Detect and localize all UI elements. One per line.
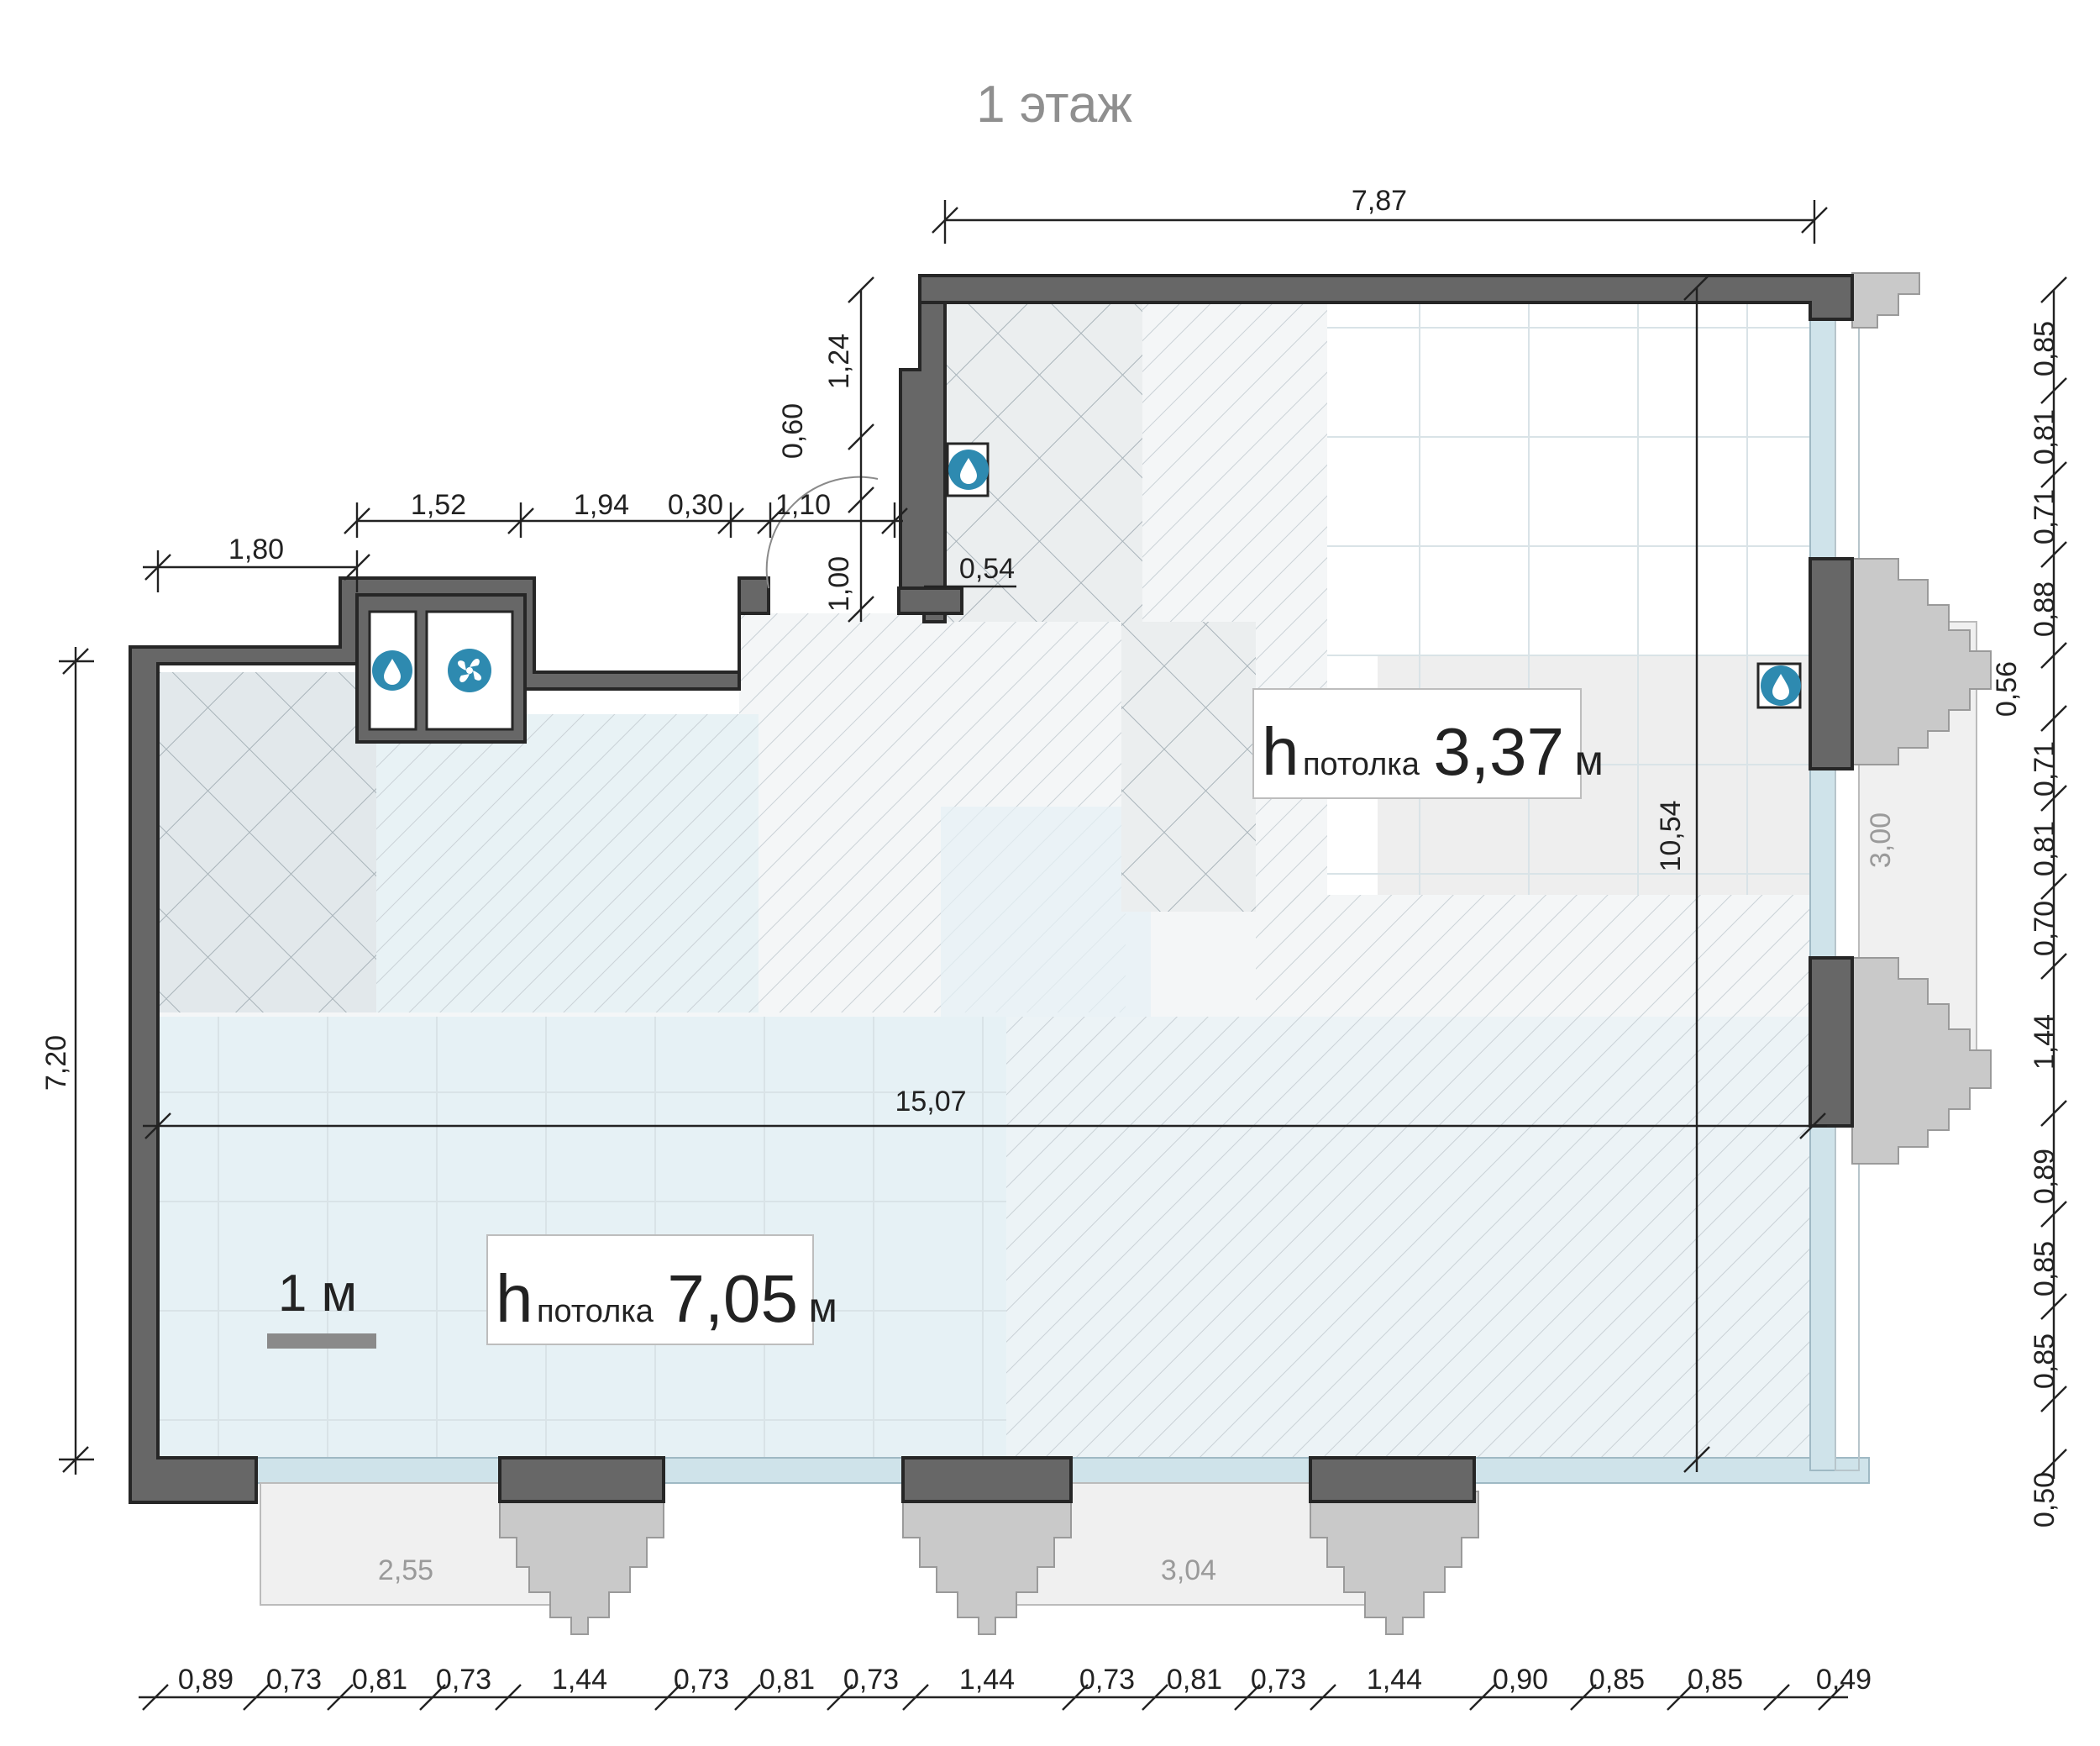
terrace-center-label: 3,04 xyxy=(1161,1554,1216,1586)
dim-bottom-seg-15: 0,85 xyxy=(1589,1664,1645,1696)
ceiling-label-main: h потолка 7,05 м xyxy=(486,1234,837,1345)
ceiling-value: 7,05 xyxy=(667,1261,798,1336)
scale-bar-label: 1 м xyxy=(278,1265,357,1323)
ceiling-value: 3,37 xyxy=(1433,714,1564,789)
dim-right-seg-2: 0,81 xyxy=(2029,409,2061,465)
svg-text:h потолка 7,05: h потолка 7,05 м xyxy=(496,1261,837,1336)
dim-right-seg-11: 0,85 xyxy=(2029,1241,2061,1296)
wall-niche[interactable] xyxy=(899,301,947,611)
floor-zone-cross-mid-pattern xyxy=(1121,622,1256,912)
walls xyxy=(129,274,1854,1504)
dim-top-seg-4: 0,30 xyxy=(668,489,723,521)
dim-bottom-seg-1: 0,89 xyxy=(178,1664,234,1696)
bottom-ticks xyxy=(142,1684,1845,1711)
dim-bottom-seg-7: 0,81 xyxy=(759,1664,815,1696)
dim-overall-depth: 10,54 xyxy=(1655,800,1687,871)
door-swing xyxy=(765,476,879,589)
pilaster-bottom-3 xyxy=(1310,1491,1479,1635)
window-right-outer xyxy=(1835,314,1860,1471)
floor-zone-blue-mid xyxy=(941,807,1151,1017)
wall-bottom-pier-3[interactable] xyxy=(1309,1456,1476,1503)
dim-bottom-seg-10: 0,73 xyxy=(1079,1664,1135,1696)
pilaster-right-2 xyxy=(1851,957,1992,1165)
dim-right-seg-13: 0,50 xyxy=(2029,1472,2061,1528)
floor-zone-hatch-strip xyxy=(1142,302,1327,622)
window-right xyxy=(1809,314,1836,1471)
ceiling-word: потолка xyxy=(1303,747,1420,782)
floor-zone-hatch-right xyxy=(1256,895,1810,1017)
terrace-right-label: 3,00 xyxy=(1865,813,1897,868)
dimension-lines: 7,87 15,07 10,54 7,20 1,80 xyxy=(40,185,2067,1711)
terrace-left-label: 2,55 xyxy=(378,1554,433,1586)
dim-niche-1: 1,24 xyxy=(823,334,855,389)
pilaster-right-1 xyxy=(1851,558,1992,765)
plan-title: 1 этаж xyxy=(976,76,1132,134)
floor-zone-hatch-lower-pattern xyxy=(1006,1017,1810,1458)
fan-icon xyxy=(448,649,491,692)
dim-top-seg-1: 1,80 xyxy=(228,534,284,565)
right-ticks xyxy=(2040,276,2067,1475)
dim-left-height: 7,20 xyxy=(40,1035,72,1091)
dim-right-seg-1: 0,85 xyxy=(2029,321,2061,376)
dim-bottom-seg-5: 1,44 xyxy=(552,1664,607,1696)
ceiling-unit: м xyxy=(808,1284,837,1331)
pilasters xyxy=(499,272,1992,1635)
dim-right-seg-9: 1,44 xyxy=(2029,1014,2061,1070)
ceiling-prefix: h xyxy=(1262,714,1299,789)
ceiling-label-secondary: h потолка 3,37 м xyxy=(1252,688,1604,799)
dim-overall-length: 15,07 xyxy=(895,1086,966,1118)
dim-bottom-seg-17: 0,49 xyxy=(1816,1664,1872,1696)
dim-top-length: 7,87 xyxy=(1352,185,1407,217)
water-drop-icon xyxy=(948,450,989,490)
dim-right-seg-4: 0,88 xyxy=(2029,581,2061,637)
dim-niche-3: 1,00 xyxy=(823,556,855,612)
floor-zone-cross-left-pattern xyxy=(158,672,376,1012)
wall-left[interactable] xyxy=(129,576,770,1504)
dim-bottom-seg-4: 0,73 xyxy=(436,1664,491,1696)
dim-niche-2: 0,60 xyxy=(777,403,809,459)
dim-right-seg-12: 0,85 xyxy=(2029,1333,2061,1389)
ceiling-word: потолка xyxy=(537,1294,654,1329)
dim-bottom-seg-16: 0,85 xyxy=(1688,1664,1743,1696)
dim-top-seg-5: 1,10 xyxy=(775,489,831,521)
dim-right-seg-7: 0,81 xyxy=(2029,821,2061,876)
water-drop-icon xyxy=(1761,665,1801,706)
pilaster-top-right xyxy=(1851,272,1920,329)
ceiling-unit: м xyxy=(1574,737,1603,784)
wall-bottom-pier-2[interactable] xyxy=(901,1456,1073,1503)
dim-right-seg-10: 0,89 xyxy=(2029,1149,2061,1204)
dim-right-seg-5: 0,56 xyxy=(1991,661,2023,717)
dim-right-seg-3: 0,71 xyxy=(2029,489,2061,544)
dim-top-seg-3: 1,94 xyxy=(574,489,629,521)
wall-niche-base[interactable] xyxy=(897,586,963,615)
dim-bottom-seg-13: 1,44 xyxy=(1367,1664,1422,1696)
floor-area xyxy=(158,302,1810,1458)
pilaster-bottom-2 xyxy=(902,1491,1072,1635)
dim-top-seg-2: 1,52 xyxy=(411,489,466,521)
dim-right-seg-6: 0,71 xyxy=(2029,741,2061,797)
scale-bar: 1 м xyxy=(267,1265,376,1349)
dim-niche-4: 0,54 xyxy=(959,553,1015,585)
wall-right-pier-1[interactable] xyxy=(1809,557,1854,770)
dim-bottom-seg-6: 0,73 xyxy=(674,1664,729,1696)
dim-right-seg-8: 0,70 xyxy=(2029,901,2061,956)
floor-zone-blue-hatch-pattern xyxy=(376,714,759,1012)
dim-bottom-seg-12: 0,73 xyxy=(1251,1664,1306,1696)
dim-bottom-seg-2: 0,73 xyxy=(266,1664,322,1696)
wall-right-pier-2[interactable] xyxy=(1809,956,1854,1128)
pilaster-bottom-1 xyxy=(499,1491,664,1635)
water-drop-icon xyxy=(372,650,412,691)
dim-bottom-seg-9: 1,44 xyxy=(959,1664,1015,1696)
dim-bottom-seg-14: 0,90 xyxy=(1493,1664,1548,1696)
dim-bottom-seg-11: 0,81 xyxy=(1167,1664,1222,1696)
svg-text:h потолка 3,37: h потолка 3,37 м xyxy=(1262,714,1604,789)
dim-bottom-seg-8: 0,73 xyxy=(843,1664,899,1696)
ceiling-prefix: h xyxy=(496,1261,533,1336)
wall-bottom-pier-1[interactable] xyxy=(498,1456,665,1503)
dim-bottom-seg-3: 0,81 xyxy=(352,1664,407,1696)
